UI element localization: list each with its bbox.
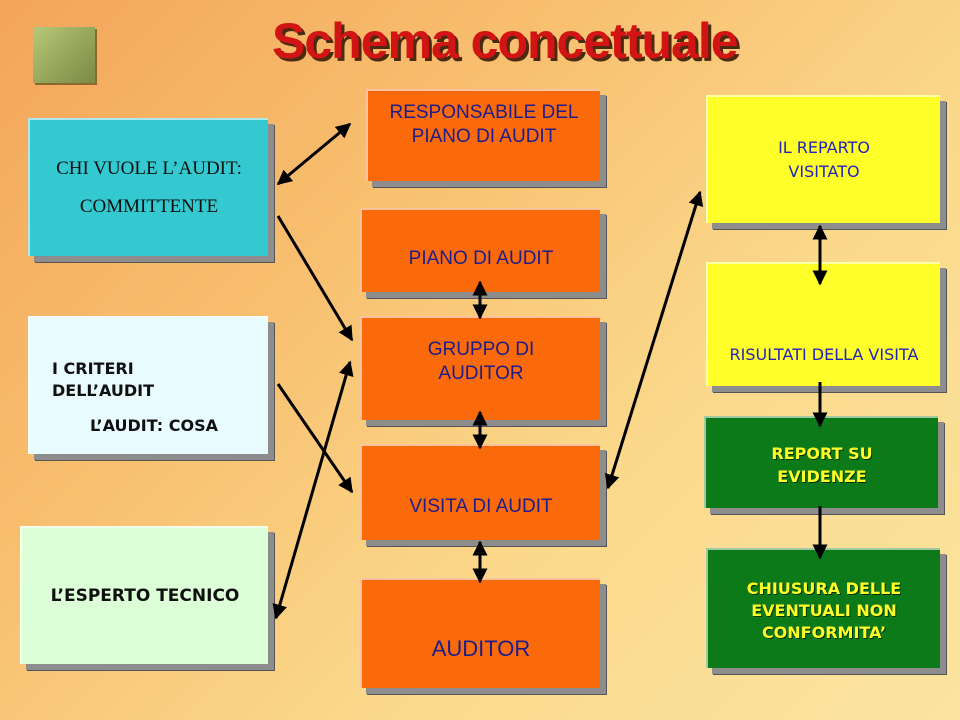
committente-answer: COMMITTENTE (79, 196, 219, 217)
chiusura-label: CHIUSURA DELLE EVENTUALI NON CONFORMITA’ (746, 579, 902, 642)
piano-label: PIANO DI AUDIT (408, 248, 554, 269)
arrow-responsabile-gruppo (276, 215, 354, 342)
visita-label: VISITA DI AUDIT (409, 496, 553, 517)
cosa-label: L’AUDIT: COSA (90, 416, 218, 435)
auditor-label: AUDITOR (431, 636, 531, 661)
report-label: REPORT SU EVIDENZE (771, 444, 873, 486)
auditor-box: AUDITOR (360, 578, 600, 688)
arrow-committente-responsabile (276, 122, 352, 186)
gruppo-label: GRUPPO DI AUDITOR (427, 339, 535, 384)
arrow-esperto-gruppo (272, 360, 354, 620)
arrow-visita-reparto (604, 190, 704, 490)
criteri-box: I CRITERI DELL’AUDIT L’AUDIT: COSA (28, 316, 268, 454)
piano-box: PIANO DI AUDIT (360, 208, 600, 292)
report-box: REPORT SU EVIDENZE (704, 416, 938, 508)
arrow-criteri-visita (276, 383, 354, 494)
page-title: Schema concettuale (272, 13, 739, 69)
gruppo-box: GRUPPO DI AUDITOR (360, 316, 600, 420)
logo-icon (33, 27, 95, 83)
criteri-label: I CRITERI DELL’AUDIT (52, 359, 155, 400)
esperto-box: L’ESPERTO TECNICO (20, 526, 268, 664)
chiusura-box: CHIUSURA DELLE EVENTUALI NON CONFORMITA’ (706, 548, 940, 668)
reparto-box: IL REPARTO VISITATO (706, 95, 940, 223)
esperto-label: L’ESPERTO TECNICO (50, 586, 240, 606)
committente-box: CHI VUOLE L’AUDIT: COMMITTENTE (28, 118, 268, 256)
committente-question: CHI VUOLE L’AUDIT: (56, 158, 242, 179)
responsabile-box: RESPONSABILE DEL PIANO DI AUDIT (366, 89, 600, 181)
risultati-label: RISULTATI DELLA VISITA (729, 345, 919, 364)
responsabile-label: RESPONSABILE DEL PIANO DI AUDIT (389, 102, 579, 147)
reparto-label: IL REPARTO VISITATO (778, 138, 870, 181)
